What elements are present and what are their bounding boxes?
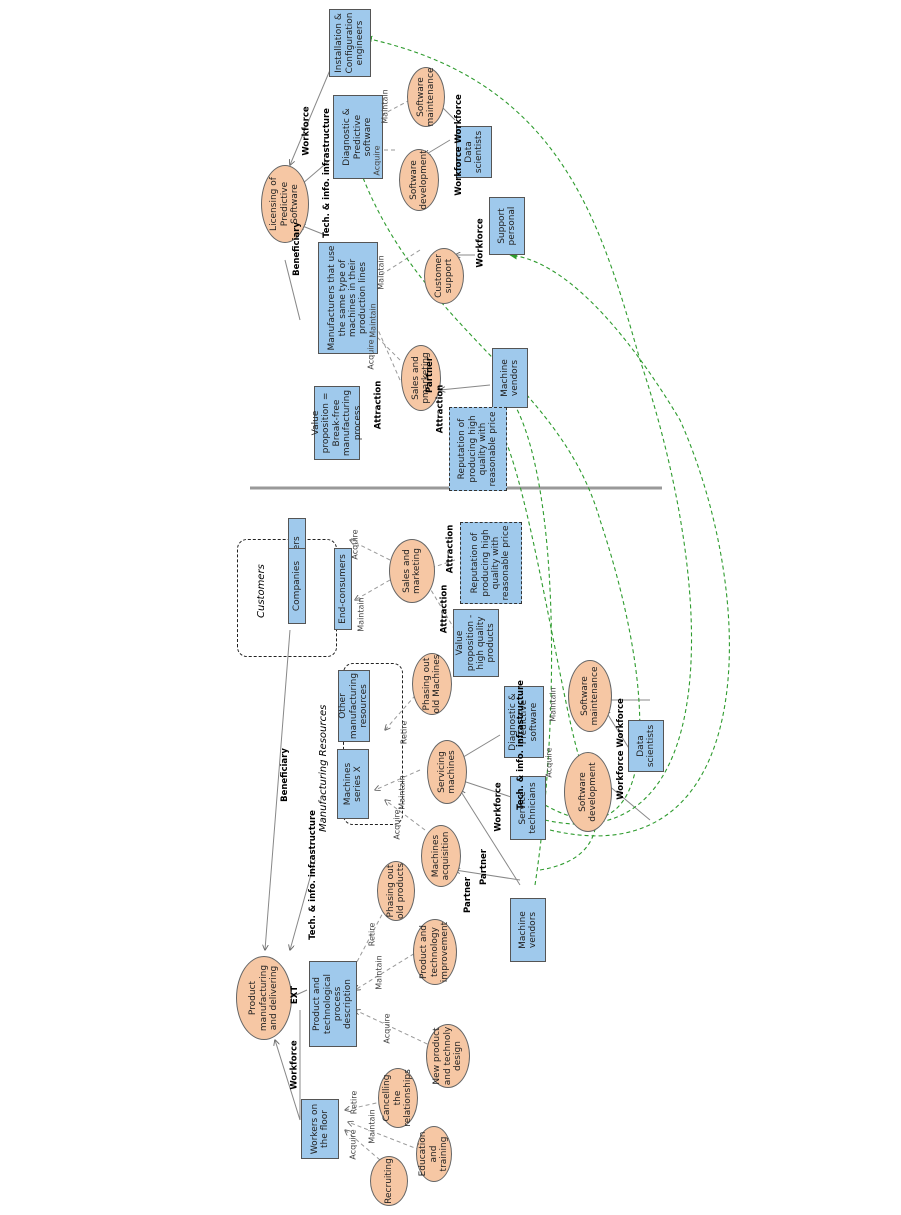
rel-acquire-r1: Acquire [372,145,382,176]
rel-tech-info-left: Tech. & info. infrastructure [307,810,318,940]
node-product-process-desc: Product and technological process descri… [309,961,357,1047]
rel-acquire-3: Acquire [392,809,402,840]
node-value-prop-right: Value proposition = Break-free manufactu… [311,386,363,460]
rel-attraction-r2: Attraction [435,384,446,434]
node-sales-marketing-left: Sales and marketing [389,539,435,603]
rel-workforce-2: Workforce [493,782,504,832]
node-machines-series: Machines series X [337,749,369,819]
rel-acquire-4: Acquire [544,747,554,778]
rel-maintain-r3: Maintain [368,303,378,338]
rel-acquire-1: Acquire [348,1129,358,1160]
group-manufacturing-resources-title: Manufacturing Resources [318,704,329,832]
rel-retire-1: Retire [349,1090,359,1115]
rel-maintain-r1: Maintain [380,89,390,124]
node-other-resources: Other manufacturing resources [338,670,370,742]
rel-workforce-workforce-right: Workforce Workforce [453,94,464,196]
rel-beneficiary-left: Beneficiary [279,748,290,802]
node-value-prop-left: Value proposition - high quality product… [453,609,499,677]
rel-workforce-r2: Workforce [475,218,486,268]
rel-ext: EXT [290,985,301,1005]
node-product-tech-improvement: Product and technology improvement [413,919,457,985]
rel-attraction-r1: Attraction [373,380,384,430]
node-soft-dev-right: Software development [399,149,439,211]
rel-tech-info-2: Tech. & info. infrastructure [515,680,526,810]
rel-workforce-1: Workforce [289,1040,300,1090]
rel-beneficiary-right: Beneficiary [291,222,302,276]
node-companies: Companies [288,548,306,624]
node-soft-maint-left: Software maintenance [568,660,612,732]
node-product-manufacturing: Product manufacturing and delivering [236,956,292,1040]
rel-partner-2: Partner [479,848,490,886]
rel-maintain-5: Maintain [356,597,366,632]
rel-acquire-r2: Acquire [366,339,376,370]
node-support-personal: Support personal [489,197,525,255]
rel-retire-3: Retire [399,720,409,745]
rel-maintain-r2: Maintain [376,255,386,290]
node-machine-vendors-right: Machine vendors [492,348,528,408]
rel-maintain-1: Maintain [367,1109,377,1144]
rel-maintain-3: Maintain [397,775,407,810]
node-education-training: Education and training [416,1126,452,1182]
node-soft-maint-right: Software maintenance [407,67,445,127]
node-installation-engineers: Installation & Configuration engineers [329,9,371,77]
node-data-sci-left: Data scientists [628,720,664,772]
node-workers-floor: Workers on the floor [301,1099,339,1159]
node-end-consumers: End-consumers [334,548,352,630]
rel-partner-1: Partner [463,876,474,914]
rel-acquire-5: Acquire [350,529,360,560]
node-customer-support: Customer support [424,248,464,304]
node-machines-acquisition: Machines acquisition [421,825,461,887]
node-new-product-design: New product and technoly design [426,1024,470,1088]
node-reputation-right: Reputation of producing high quality wit… [449,407,507,491]
rel-maintain-2: Maintain [374,955,384,990]
group-customers [237,539,337,657]
rel-tech-info-right: Tech. & info. infrastructure [321,108,332,238]
rel-attraction-2: Attraction [445,524,456,574]
node-servicing-machines: Servicing machines [427,740,467,804]
node-phasing-out-products: Phasing out old products [377,861,415,921]
node-machine-vendors-left: Machine vendors [510,898,546,962]
node-soft-dev-left: Software development [564,752,612,832]
rel-partner-r1: Partner [425,356,436,394]
group-customers-title: Customers [256,564,267,618]
rel-workforce-workforce-left: Workforce Workforce [615,698,626,800]
rel-workforce-right: Workforce [301,106,312,156]
rel-acquire-2: Acquire [382,1013,392,1044]
node-phasing-out-machines: Phasing out old Machines [412,653,452,715]
rel-maintain-4: Maintain [548,687,558,722]
rel-retire-2: Retire [367,922,377,947]
node-reputation-left: Reputation of producing high quality wit… [460,522,522,604]
node-recruiting: Recruiting [370,1156,408,1206]
rel-attraction-1: Attraction [439,584,450,634]
node-cancelling: Cancelling the relationships [378,1068,418,1128]
